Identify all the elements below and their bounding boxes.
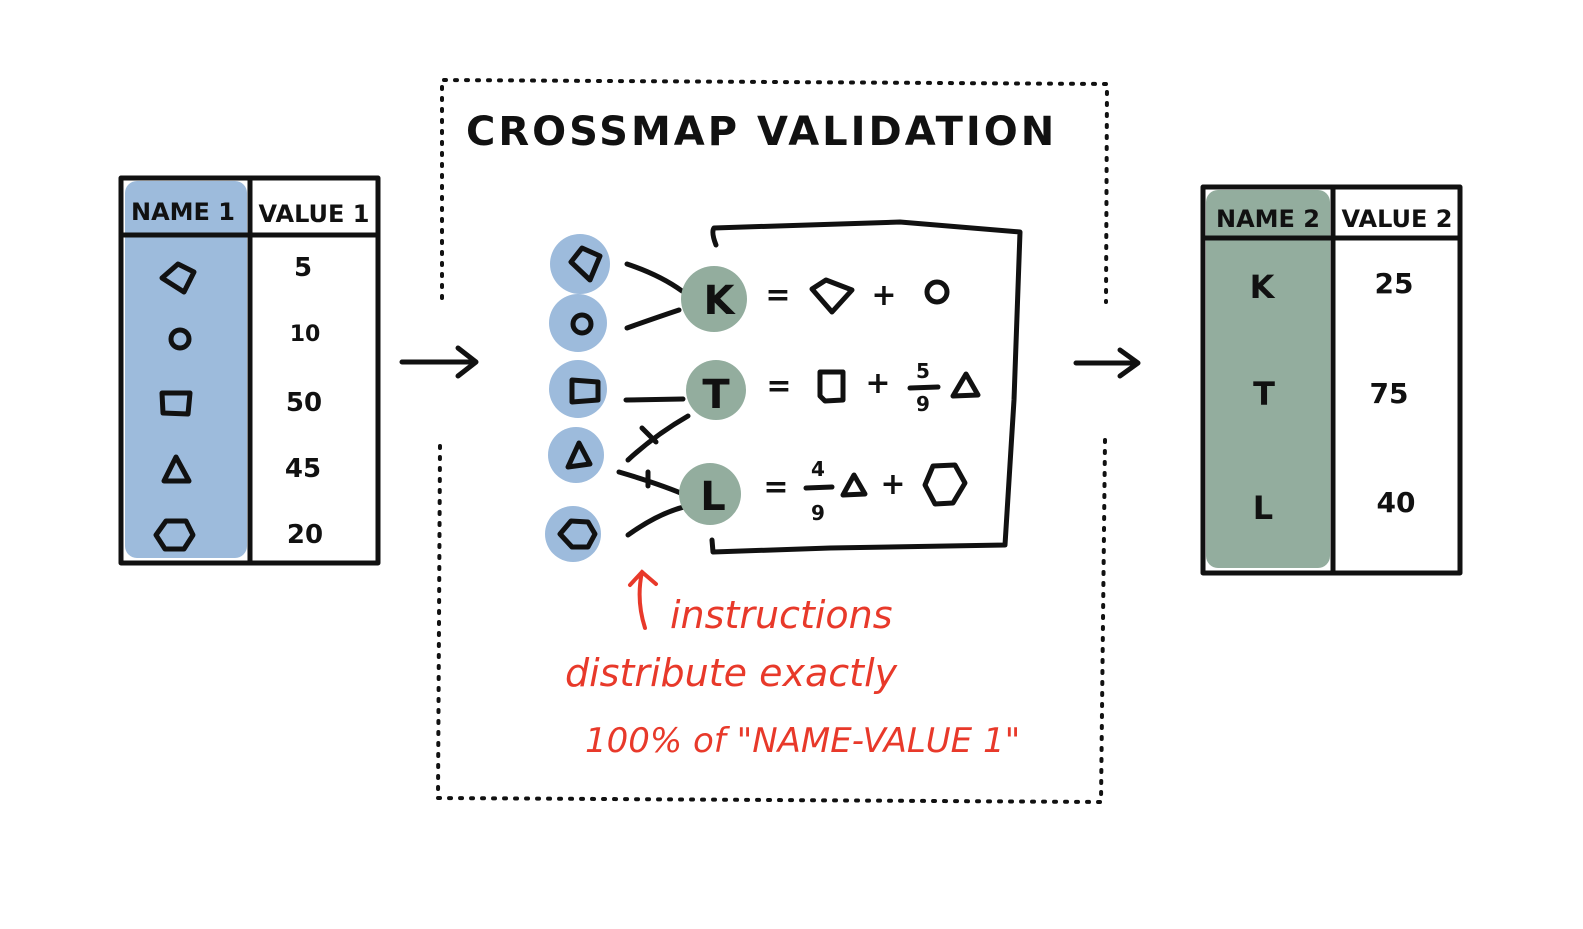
- hexagon-icon: [153, 518, 196, 552]
- crossmap-title: CROSSMAP VALIDATION: [466, 109, 1057, 155]
- header-name1: NAME 1: [131, 198, 235, 226]
- value-cell: 25: [1375, 267, 1414, 300]
- triangle-icon: [565, 440, 593, 470]
- header-name2: NAME 2: [1216, 205, 1320, 233]
- svg-text:+: +: [871, 278, 896, 313]
- svg-text:100% of "NAME-VALUE 1": 100% of "NAME-VALUE 1": [585, 721, 1020, 761]
- crossmap-frame: [435, 77, 1110, 805]
- header-value1: VALUE 1: [259, 200, 370, 228]
- connector-lines: [616, 261, 691, 538]
- header-value2: VALUE 2: [1342, 205, 1453, 233]
- name-column-highlight: [125, 181, 247, 558]
- triangle-icon: [950, 371, 981, 399]
- fraction-denominator: 9: [811, 501, 825, 525]
- equation-t: = + 5 9: [766, 359, 981, 416]
- svg-text:=: =: [765, 278, 790, 313]
- target-table: NAME 2 VALUE 2 K T L 25 75 40: [1200, 184, 1463, 576]
- svg-text:+: +: [865, 366, 890, 401]
- value-cell: 50: [286, 388, 322, 418]
- value-cell: 20: [287, 520, 323, 550]
- source-node: [550, 234, 610, 294]
- value-cell: 45: [285, 454, 321, 484]
- circle-icon: [570, 312, 594, 336]
- svg-text:=: =: [763, 470, 788, 505]
- hexagon-icon: [922, 462, 968, 507]
- source-node: [549, 360, 607, 418]
- triangle-icon: [161, 454, 192, 484]
- equation-k: = +: [765, 277, 950, 315]
- svg-text:distribute exactly: distribute exactly: [565, 651, 898, 695]
- fraction-numerator: 5: [916, 359, 930, 383]
- value-cell: 10: [290, 322, 321, 347]
- instructions-annotation: instructions distribute exactly 100% of …: [565, 569, 1020, 761]
- kite-icon: [809, 277, 855, 315]
- source-node: [549, 294, 607, 352]
- fraction-numerator: 4: [811, 457, 825, 481]
- target-node: [679, 463, 741, 525]
- circle-icon: [924, 279, 950, 305]
- kite-icon: [568, 245, 603, 283]
- circle-icon: [168, 327, 192, 351]
- target-node: [681, 266, 747, 332]
- square-icon: [569, 377, 601, 405]
- triangle-icon: [840, 472, 868, 498]
- arrow-right-icon: [1073, 347, 1141, 379]
- value-cell: 75: [1370, 377, 1409, 410]
- name-column-highlight: [1206, 190, 1330, 568]
- svg-text:+: +: [880, 467, 905, 502]
- target-label-t: T: [702, 372, 730, 418]
- square-icon: [159, 390, 193, 417]
- value-cell: 5: [294, 253, 312, 283]
- equation-bracket: [709, 219, 1023, 555]
- arrow-up-icon: [628, 569, 658, 630]
- target-label-l: L: [700, 474, 726, 520]
- square-icon: [817, 369, 846, 404]
- fraction-bar: [803, 484, 835, 491]
- kite-icon: [159, 261, 197, 295]
- target-node: [686, 360, 746, 420]
- source-nodes: [545, 234, 610, 562]
- arrow-right-icon: [399, 345, 479, 379]
- target-label-k: K: [704, 278, 737, 324]
- name-cell: L: [1253, 489, 1273, 527]
- name-cell: T: [1253, 375, 1275, 413]
- fraction-bar: [907, 384, 941, 391]
- hexagon-icon: [557, 518, 598, 550]
- svg-text:=: =: [766, 369, 791, 404]
- value-cell: 40: [1377, 486, 1416, 519]
- svg-text:instructions: instructions: [670, 593, 893, 637]
- source-table: NAME 1 VALUE 1 5 10 50 45 20: [118, 175, 381, 566]
- equation-l: = 4 9 +: [763, 457, 968, 525]
- fraction-denominator: 9: [916, 392, 930, 416]
- name-cell: K: [1250, 268, 1276, 306]
